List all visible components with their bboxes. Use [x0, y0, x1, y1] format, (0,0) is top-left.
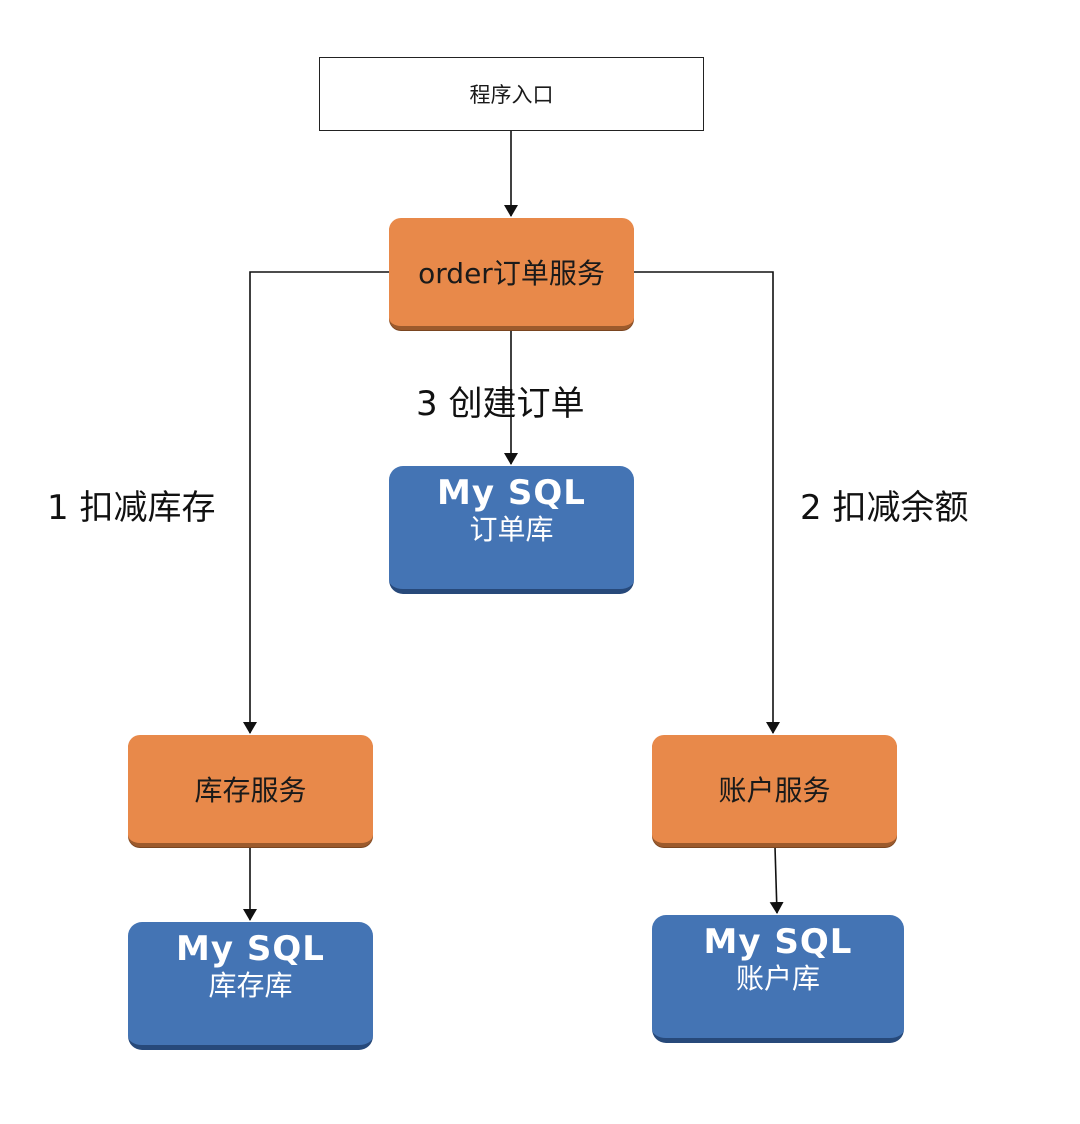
edge-label-create-order: 3 创建订单 [416, 384, 585, 424]
account-db-label: 账户库 [735, 962, 820, 995]
entry-node: 程序入口 [319, 57, 704, 131]
order-service-node: order订单服务 [389, 218, 634, 330]
account-service-label: 账户服务 [718, 774, 831, 807]
order-db-label: 订单库 [469, 513, 554, 546]
entry-label: 程序入口 [469, 83, 554, 107]
account-db-brand: My SQL [703, 922, 853, 962]
order-db-node: My SQL 订单库 [389, 466, 634, 594]
edge-order-to-account [634, 271, 780, 734]
order-db-brand: My SQL [437, 473, 586, 513]
stock-service-node: 库存服务 [128, 735, 373, 847]
order-service-label: order订单服务 [418, 257, 605, 290]
account-service-node: 账户服务 [652, 735, 897, 847]
stock-db-brand: My SQL [176, 929, 325, 969]
edge-account-to-accountdb [769, 846, 784, 914]
edge-label-deduct-balance: 2 扣减余额 [800, 488, 969, 528]
account-db-node: My SQL 账户库 [652, 915, 904, 1043]
edge-label-deduct-stock: 1 扣减库存 [47, 488, 216, 528]
stock-service-label: 库存服务 [194, 774, 307, 807]
stock-db-node: My SQL 库存库 [128, 922, 373, 1050]
edge-order-to-stock [243, 271, 389, 734]
stock-db-label: 库存库 [208, 969, 293, 1002]
